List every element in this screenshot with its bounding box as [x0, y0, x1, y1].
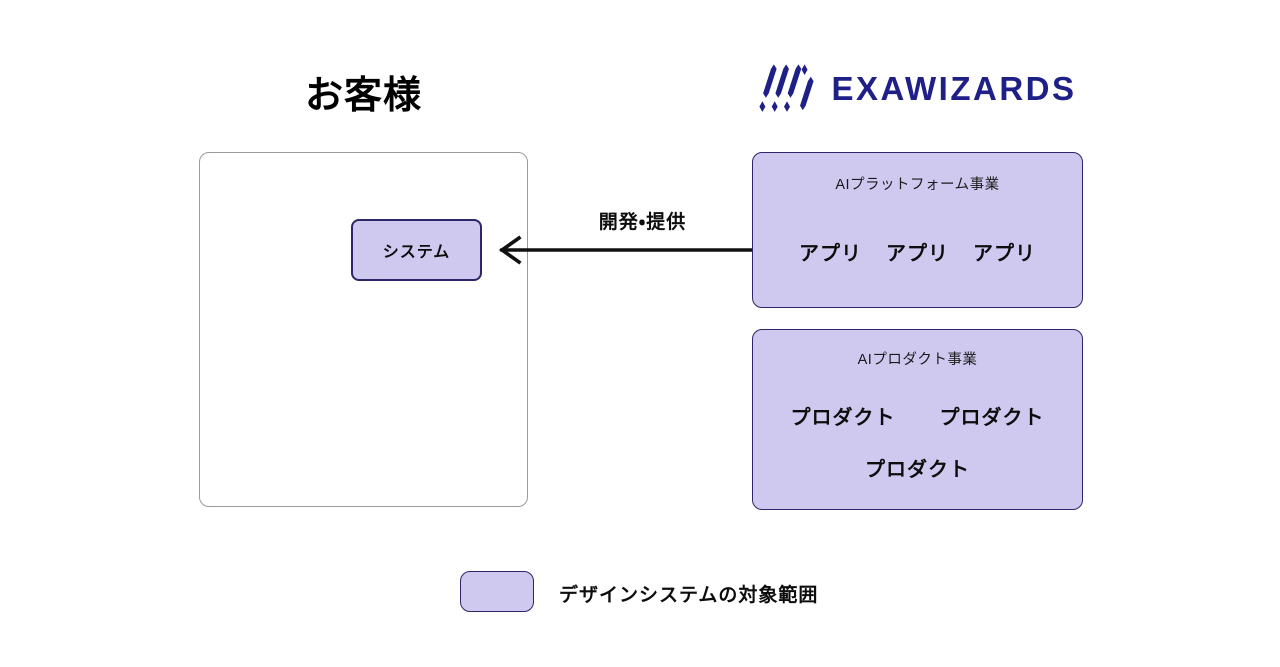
- product-business-box: AIプロダクト事業 プロダクトプロダクト プロダクト: [752, 329, 1083, 510]
- platform-business-box: AIプラットフォーム事業 アプリ アプリ アプリ: [752, 152, 1083, 308]
- platform-apps-row: アプリ アプリ アプリ: [753, 237, 1082, 266]
- provide-arrow: [498, 235, 779, 265]
- app-item: アプリ: [973, 243, 1036, 265]
- exawizards-logo-icon: [759, 64, 815, 112]
- product-items-row-2: プロダクト: [753, 453, 1082, 482]
- arrow-label: 開発・提供: [598, 212, 687, 233]
- customer-boundary-box: [199, 152, 528, 507]
- product-box-title: AIプロダクト事業: [857, 352, 978, 368]
- system-box: システム: [351, 219, 482, 281]
- app-item: アプリ: [886, 243, 949, 265]
- exawizards-logo-text: EXAWIZARDS: [831, 70, 1077, 107]
- app-item: アプリ: [799, 243, 862, 265]
- exawizards-logo: EXAWIZARDS: [752, 58, 1083, 120]
- product-item: プロダクト: [865, 459, 970, 481]
- customer-section-title: お客様: [304, 75, 422, 117]
- legend-label: デザインシステムの対象範囲: [559, 585, 819, 606]
- product-item: プロダクト: [790, 407, 896, 429]
- system-box-label: システム: [382, 244, 451, 261]
- product-items-row-1: プロダクト プロダクト: [753, 401, 1082, 430]
- product-item: プロダクト: [939, 407, 1045, 429]
- legend-swatch: [460, 571, 534, 612]
- platform-box-title: AIプラットフォーム事業: [835, 177, 1000, 193]
